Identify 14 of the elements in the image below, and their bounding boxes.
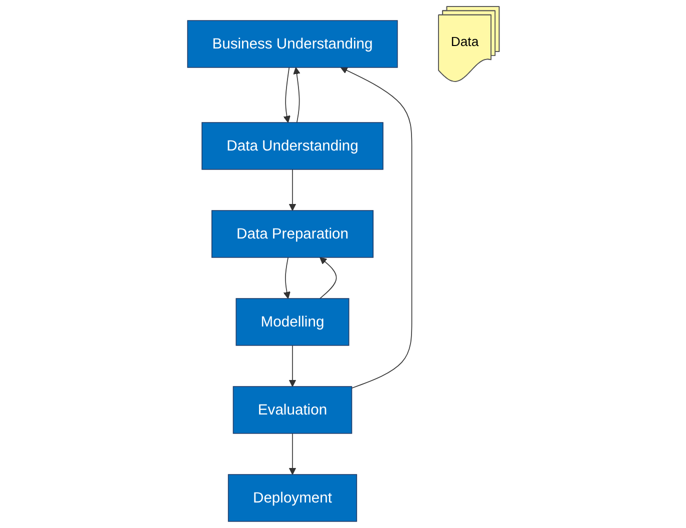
arrow: [292, 67, 300, 123]
arrow: [288, 169, 296, 211]
arrow: [282, 67, 290, 123]
node-box: Evaluation: [232, 386, 352, 434]
arrow: [340, 67, 412, 389]
node-box: Data Preparation: [211, 210, 374, 258]
node-box: Deployment: [228, 474, 357, 522]
node-box: Data Understanding: [201, 122, 383, 170]
node-box: Business Understanding: [186, 20, 398, 68]
arrow: [319, 257, 336, 299]
node-box: Modelling: [235, 298, 349, 346]
arrow: [282, 257, 290, 299]
arrow: [288, 345, 296, 387]
arrow: [288, 433, 296, 475]
